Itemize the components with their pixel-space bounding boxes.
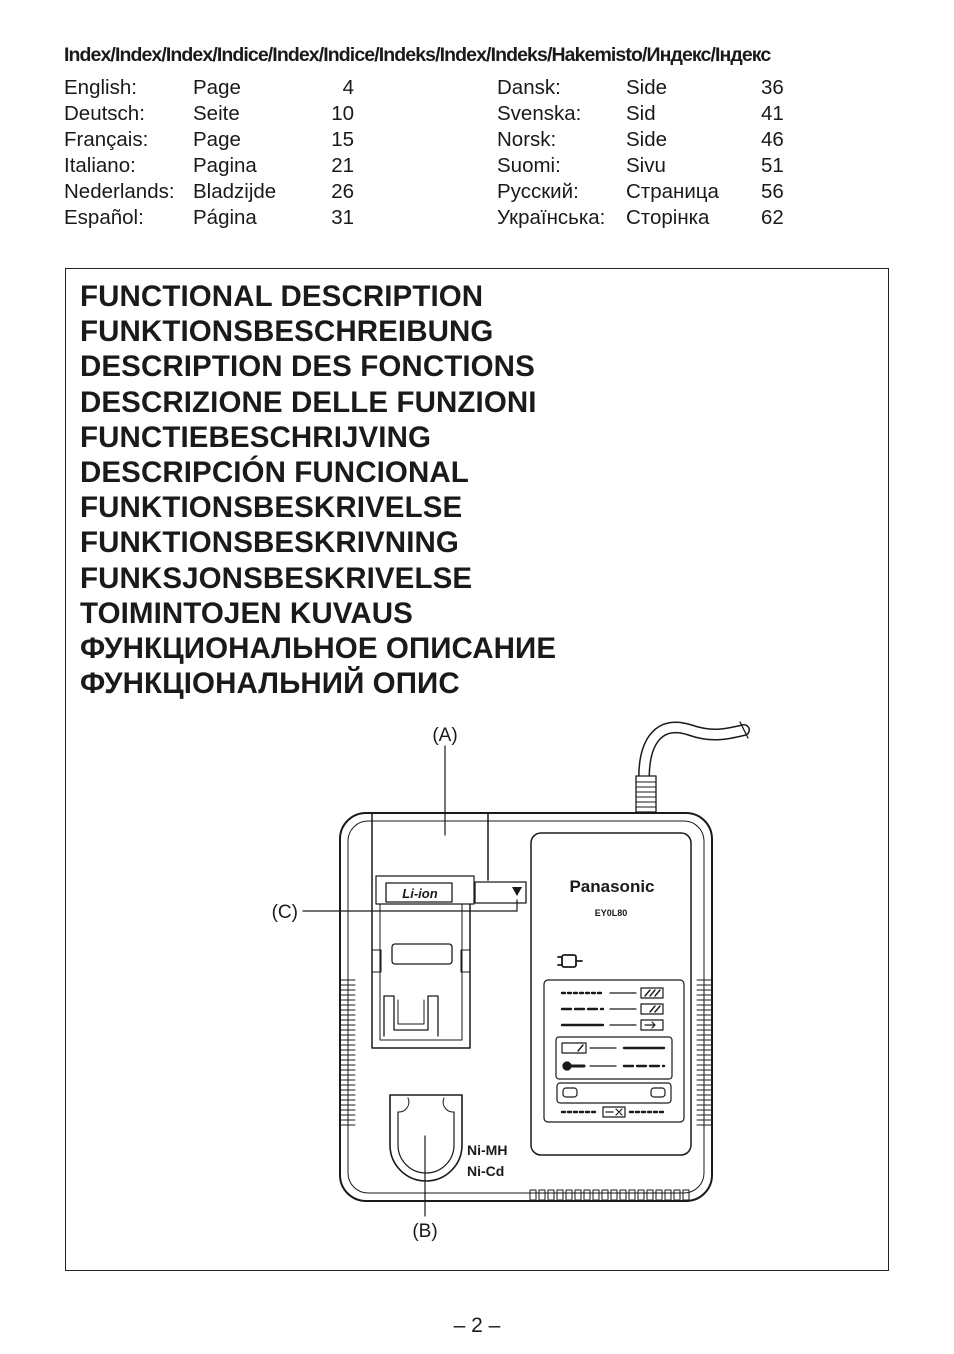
index-page-word: Side (626, 128, 668, 151)
index-language: Français: (64, 128, 149, 151)
index-column-left: English: Page 4 Deutsch: Seite 10 Français: P… (64, 75, 364, 231)
section-heading: TOIMINTOJEN KUVAUS (80, 596, 413, 630)
section-heading: FUNCTIONAL DESCRIPTION (80, 280, 484, 313)
index-page-word: Bladzijde (193, 180, 277, 203)
index-language: Español: (64, 206, 144, 229)
indicator-legend (560, 991, 668, 1114)
index-page-number: 10 (331, 102, 354, 125)
index-row: Italiano: Pagina 21 (64, 153, 364, 179)
index-page-word: Страница (626, 180, 719, 203)
section-heading: FUNKTIONSBESKRIVNING (80, 526, 459, 560)
index-row: Suomi: Sivu 51 (497, 153, 797, 179)
heading-list: FUNCTIONAL DESCRIPTION FUNKTIONSBESCHREI… (80, 279, 556, 701)
side-vents-left (340, 979, 356, 1126)
control-panel (530, 832, 692, 1156)
page-number: – 2 – (453, 1314, 501, 1337)
bottom-vents (529, 1189, 690, 1201)
index-page-number: 51 (761, 154, 784, 177)
index-page-number: 26 (331, 180, 354, 203)
section-heading: FUNKTIONSBESKRIVELSE (80, 491, 463, 525)
index-page-number: 56 (761, 180, 784, 203)
model-number: EY0L80 (595, 908, 628, 918)
index-page-word: Side (626, 76, 668, 99)
battery-full-icon (640, 987, 664, 999)
battery-insert-arrow (644, 1021, 656, 1029)
power-cord (635, 721, 750, 813)
li-ion-battery-slot (371, 812, 489, 1049)
index-language: Suomi: (497, 154, 561, 177)
index-language: Nederlands: (64, 180, 175, 203)
callout-c-label: (C) (272, 902, 298, 923)
index-row: Русский: Страница 56 (497, 179, 797, 205)
section-heading: FUNKSJONSBESKRIVELSE (80, 561, 473, 595)
index-page-word: Sivu (626, 154, 666, 177)
index-row: Norsk: Side 46 (497, 127, 797, 153)
index-page-word: Page (193, 128, 241, 151)
index-page-number: 62 (761, 206, 784, 229)
index-row: Svenska: Sid 41 (497, 101, 797, 127)
section-heading: FUNCTIEBESCHRIJVING (80, 420, 432, 454)
power-plug-icon (557, 954, 583, 968)
index-page-number: 21 (331, 154, 354, 177)
battery-charging-icon (640, 1003, 664, 1015)
brand-logo: Panasonic (569, 877, 654, 896)
index-language: English: (64, 76, 137, 99)
ni-mh-battery-cup (389, 1094, 463, 1182)
index-language: Русский: (497, 180, 579, 203)
index-page-number: 15 (331, 128, 354, 151)
index-language: Norsk: (497, 128, 557, 151)
battery-hot-icon (561, 1042, 587, 1054)
index-page-number: 36 (761, 76, 784, 99)
index-row: Nederlands: Bladzijde 26 (64, 179, 364, 205)
section-heading: FUNKTIONSBESCHREIBUNG (80, 315, 494, 349)
index-language: Dansk: (497, 76, 561, 99)
index-page-number: 31 (331, 206, 354, 229)
index-page-word: Pagina (193, 154, 257, 177)
index-page-number: 4 (342, 76, 354, 99)
index-page-word: Сторінка (626, 206, 710, 229)
index-row: Español: Página 31 (64, 205, 364, 231)
section-heading: DESCRIPTION DES FONCTIONS (80, 350, 535, 384)
section-heading: DESCRIZIONE DELLE FUNZIONI (80, 385, 537, 419)
index-page-word: Sid (626, 102, 656, 125)
index-row: Українська: Сторінка 62 (497, 205, 797, 231)
callout-b-label: (B) (412, 1221, 437, 1242)
section-heading: ФУНКЦІОНАЛЬНИЙ ОПИС (80, 667, 460, 701)
battery-charging-bars (649, 1005, 661, 1013)
index-language: Italiano: (64, 154, 136, 177)
index-row: English: Page 4 (64, 75, 364, 101)
lamp-arrow-icon (512, 887, 522, 896)
thermometer-icon (562, 1061, 586, 1071)
index-page-word: Page (193, 76, 241, 99)
battery-full-bars (644, 989, 661, 997)
li-ion-label: Li-ion (402, 886, 437, 901)
index-page-number: 46 (761, 128, 784, 151)
battery-insert-icon (640, 1019, 664, 1031)
index-language: Deutsch: (64, 102, 145, 125)
battery-fault-mark (605, 1108, 623, 1116)
section-heading: DESCRIPCIÓN FUNCIONAL (80, 456, 469, 490)
index-page-word: Seite (193, 102, 240, 125)
battery-fault-icon (602, 1106, 626, 1118)
functional-description-box: FUNCTIONAL DESCRIPTION FUNKTIONSBESCHREI… (65, 268, 889, 1271)
ni-mh-label: Ni-MH (467, 1142, 507, 1158)
index-row: Français: Page 15 (64, 127, 364, 153)
index-language: Svenska: (497, 102, 582, 125)
index-title: Index/Index/Index/Indice/Index/Indice/In… (64, 44, 771, 66)
section-heading: ФУНКЦИОНАЛЬНОЕ ОПИСАНИЕ (80, 632, 557, 666)
index-language: Українська: (497, 206, 606, 229)
ni-cd-label: Ni-Cd (467, 1163, 504, 1179)
callout-a-label: (A) (432, 725, 457, 746)
index-row: Deutsch: Seite 10 (64, 101, 364, 127)
index-page-number: 41 (761, 102, 784, 125)
index-row: Dansk: Side 36 (497, 75, 797, 101)
battery-hot-bars (577, 1044, 584, 1052)
side-vents-right (696, 979, 712, 1126)
index-page-word: Página (193, 206, 257, 229)
